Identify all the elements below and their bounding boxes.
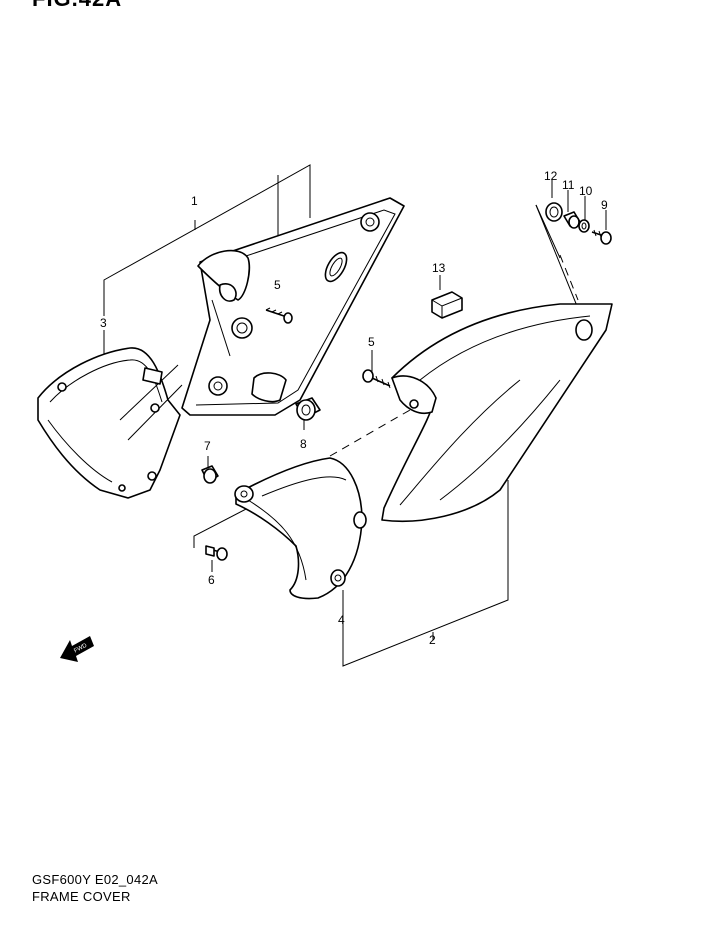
callout-12: 12 bbox=[544, 169, 558, 183]
callout-3: 3 bbox=[100, 316, 107, 330]
callout-9: 9 bbox=[601, 198, 608, 212]
diagram-name: FRAME COVER bbox=[32, 889, 131, 904]
diagram-code: GSF600Y E02_042A bbox=[32, 872, 158, 887]
part-10-washer bbox=[578, 219, 590, 233]
part-13-cushion bbox=[431, 291, 463, 319]
part-12-grommet bbox=[545, 202, 563, 222]
callout-11: 11 bbox=[562, 178, 575, 192]
callout-7: 7 bbox=[204, 439, 211, 453]
callout-8: 8 bbox=[300, 437, 307, 451]
callout-2: 2 bbox=[429, 633, 436, 647]
callout-13: 13 bbox=[432, 261, 446, 275]
part-11-collar bbox=[563, 211, 581, 229]
fwd-arrow-icon: FWD bbox=[60, 636, 94, 662]
part-8-grommet bbox=[295, 397, 321, 421]
callout-10: 10 bbox=[579, 184, 593, 198]
part-5-screw-upper bbox=[265, 307, 293, 324]
figure-title: FIG.42A bbox=[32, 0, 122, 12]
part-2-rear-cover bbox=[381, 303, 613, 523]
part-1-side-cover bbox=[181, 197, 405, 416]
callout-5-upper: 5 bbox=[274, 278, 281, 292]
part-9-screw bbox=[591, 229, 612, 245]
part-4-lower-cover bbox=[234, 457, 367, 600]
part-6-bolt bbox=[205, 545, 228, 561]
callout-6: 6 bbox=[208, 573, 215, 587]
part-5-screw-lower bbox=[362, 369, 391, 389]
part-7-nut bbox=[201, 465, 219, 484]
callout-1: 1 bbox=[191, 194, 198, 208]
callout-4: 4 bbox=[338, 613, 345, 627]
callouts: 1 3 5 5 7 8 6 4 2 13 12 11 10 9 bbox=[100, 169, 608, 647]
part-3-front-panel bbox=[37, 347, 183, 499]
callout-5-lower: 5 bbox=[368, 335, 375, 349]
